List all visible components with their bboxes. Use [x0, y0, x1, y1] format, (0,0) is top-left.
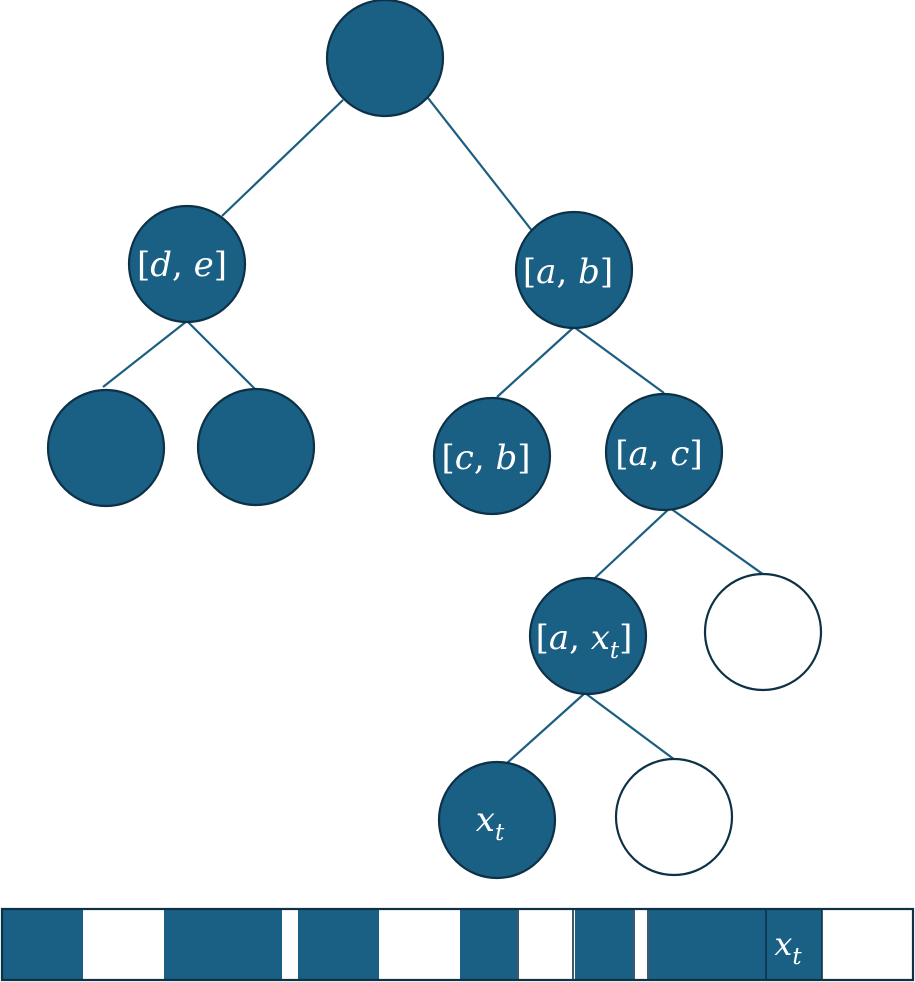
array-marker-cell — [766, 909, 822, 980]
tree-nodes: [d, e] [a, b] [c, b] [a, c] [a, xt] xt — [46, 0, 823, 880]
array-marker-label: xt — [774, 925, 802, 970]
array-cell — [519, 909, 572, 980]
array-cell — [822, 909, 913, 980]
edge-left-rightleaf — [186, 320, 257, 391]
array-cell — [575, 909, 633, 980]
array-strip: xt — [0, 907, 915, 982]
right-child-label: [a, b] — [523, 252, 613, 292]
edge-root-left — [221, 99, 344, 217]
right-right-node — [604, 392, 724, 512]
edge-root-right — [427, 97, 534, 233]
edge-right-rightleft — [496, 326, 575, 398]
interval-node — [528, 576, 648, 696]
array-cell — [164, 909, 282, 980]
array-cell — [460, 909, 517, 980]
array-cell — [379, 909, 460, 980]
empty-node-upper — [703, 572, 823, 692]
interval-node-label: [a, xt] — [536, 618, 633, 664]
array-cell — [635, 909, 647, 980]
edge-left-leftleaf — [102, 320, 188, 388]
edge-right-rightright — [573, 326, 665, 394]
right-left-node — [432, 396, 552, 516]
tree-edges — [102, 97, 765, 764]
edge-ac-empty — [669, 507, 765, 576]
left-right-leaf-node — [196, 387, 316, 507]
right-left-label: [c, b] — [442, 438, 531, 478]
edge-ac-interval — [594, 507, 671, 579]
left-child-label: [d, e] — [137, 245, 227, 285]
edge-interval-leaf — [506, 692, 586, 764]
left-child-node — [127, 204, 247, 324]
empty-node-lower — [614, 757, 734, 877]
leaf-node — [437, 760, 557, 880]
array-outline — [0, 907, 915, 982]
edge-interval-empty — [584, 692, 676, 761]
array-cell — [83, 909, 164, 980]
array-cell — [649, 909, 766, 980]
left-left-leaf-node — [46, 388, 166, 508]
array-cell — [298, 909, 379, 980]
array-cell — [282, 909, 298, 980]
right-right-label: [a, c] — [615, 434, 702, 474]
leaf-node-label: xt — [476, 800, 505, 846]
array-cell — [2, 909, 83, 980]
right-child-node — [514, 210, 634, 330]
root-node — [325, 0, 445, 118]
